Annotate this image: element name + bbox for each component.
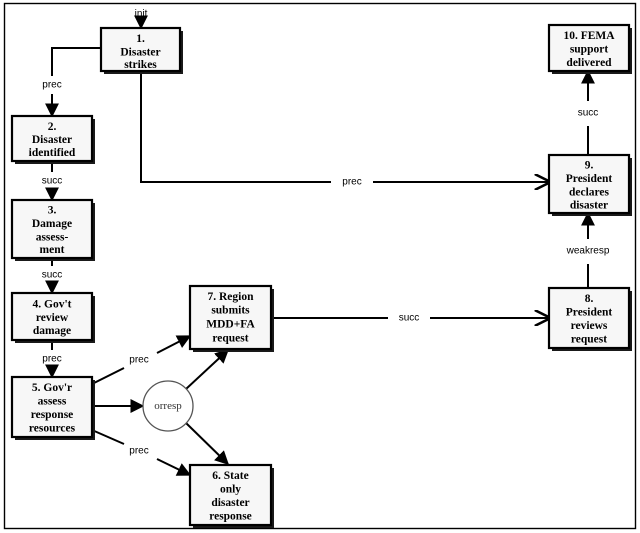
node-disaster-identified[interactable]: 2. Disaster identified: [10, 114, 95, 164]
node-president-reviews-line-3: reviews: [571, 320, 608, 332]
node-fema-support-line-2: support: [570, 44, 609, 56]
node-state-only-line-2: only: [220, 484, 241, 496]
edge-label-succ-7-8: succ: [399, 313, 420, 324]
edge-label-succ-3-4: succ: [42, 270, 63, 281]
edge-label-prec-5-7: prec: [129, 355, 148, 366]
node-govt-review-damage-line-3: damage: [33, 325, 71, 337]
edge-prec-govr-assess-response-to-region-submits: [91, 335, 192, 385]
node-disaster-identified-line-1: 2.: [48, 121, 57, 133]
node-region-submits-line-4: request: [212, 333, 248, 345]
edge-label-prec-1-9: prec: [342, 177, 361, 188]
node-damage-assessment-line-4: ment: [40, 244, 65, 256]
node-disaster-identified-line-2: Disaster: [32, 134, 72, 146]
edge-prec-disaster-strikes-to-disaster-identified: [45, 47, 101, 118]
node-region-submits-line-2: submits: [211, 305, 250, 317]
edge-label-weakresp-8-9: weakresp: [566, 246, 610, 257]
edge-label-prec-4-5: prec: [42, 354, 61, 365]
edge-orresp-to-region-submits: [185, 349, 230, 390]
node-president-reviews-line-2: President: [566, 307, 613, 319]
node-disaster-strikes-line-1: 1.: [136, 33, 145, 45]
node-state-only-disaster-response[interactable]: 6. State only disaster response: [188, 463, 274, 528]
node-president-declares-line-1: 9.: [585, 160, 594, 172]
node-president-declares-line-2: President: [566, 173, 613, 185]
node-president-declares-disaster[interactable]: 9. President declares disaster: [547, 153, 632, 216]
edge-label-succ-9-10: succ: [578, 108, 599, 119]
node-state-only-line-1: 6. State: [212, 470, 248, 482]
node-president-declares-line-3: declares: [569, 187, 610, 199]
node-disaster-strikes[interactable]: 1. Disaster strikes: [99, 26, 183, 74]
edge-prec-govr-assess-response-to-state-only-response: [91, 429, 192, 476]
edge-label-prec-5-6: prec: [129, 446, 148, 457]
node-orresp-connector[interactable]: orresp: [142, 380, 194, 432]
edge-label-prec-1-2: prec: [42, 80, 61, 91]
node-state-only-line-3: disaster: [211, 497, 249, 509]
node-govr-assess-line-1: 5. Gov'r: [32, 382, 72, 394]
edge-orresp-to-state-only-response: [185, 422, 230, 465]
diagram-frame: [3, 2, 637, 530]
node-president-declares-line-4: disaster: [570, 200, 608, 212]
node-govt-review-damage-line-2: review: [36, 312, 69, 324]
node-disaster-identified-line-3: identified: [29, 147, 76, 159]
edge-label-init: init: [135, 9, 148, 20]
node-govr-assess-line-3: response: [31, 409, 74, 421]
node-disaster-strikes-line-3: strikes: [124, 59, 157, 71]
node-region-submits-line-1: 7. Region: [208, 291, 255, 303]
node-region-submits-line-3: MDD+FA: [206, 319, 255, 331]
edge-prec-disaster-strikes-to-president-declares-disaster: [140, 71, 549, 182]
node-damage-assessment-line-2: Damage: [32, 218, 72, 230]
node-damage-assessment-line-1: 3.: [48, 205, 57, 217]
node-region-submits-mddfa-request[interactable]: 7. Region submits MDD+FA request: [188, 284, 274, 352]
node-govr-assess-line-4: resources: [29, 423, 76, 435]
node-damage-assessment-line-3: assess-: [36, 232, 69, 244]
node-fema-support-delivered[interactable]: 10. FEMA support delivered: [547, 23, 632, 74]
node-orresp-label: orresp: [154, 400, 182, 412]
node-damage-assessment[interactable]: 3. Damage assess- ment: [10, 198, 95, 261]
node-president-reviews-line-1: 8.: [585, 293, 594, 305]
node-govt-review-damage[interactable]: 4. Gov't review damage: [10, 291, 95, 343]
node-state-only-line-4: response: [209, 511, 252, 523]
node-disaster-strikes-line-2: Disaster: [120, 47, 160, 59]
node-president-reviews-request[interactable]: 8. President reviews request: [547, 286, 632, 351]
edge-label-succ-2-3: succ: [42, 176, 63, 187]
node-president-reviews-line-4: request: [571, 334, 607, 346]
node-govr-assess-response-resources[interactable]: 5. Gov'r assess response resources: [10, 375, 95, 440]
node-govr-assess-line-2: assess: [38, 396, 67, 408]
node-fema-support-line-1: 10. FEMA: [563, 30, 615, 42]
node-govt-review-damage-line-1: 4. Gov't: [33, 299, 72, 311]
node-fema-support-line-3: delivered: [566, 57, 612, 69]
